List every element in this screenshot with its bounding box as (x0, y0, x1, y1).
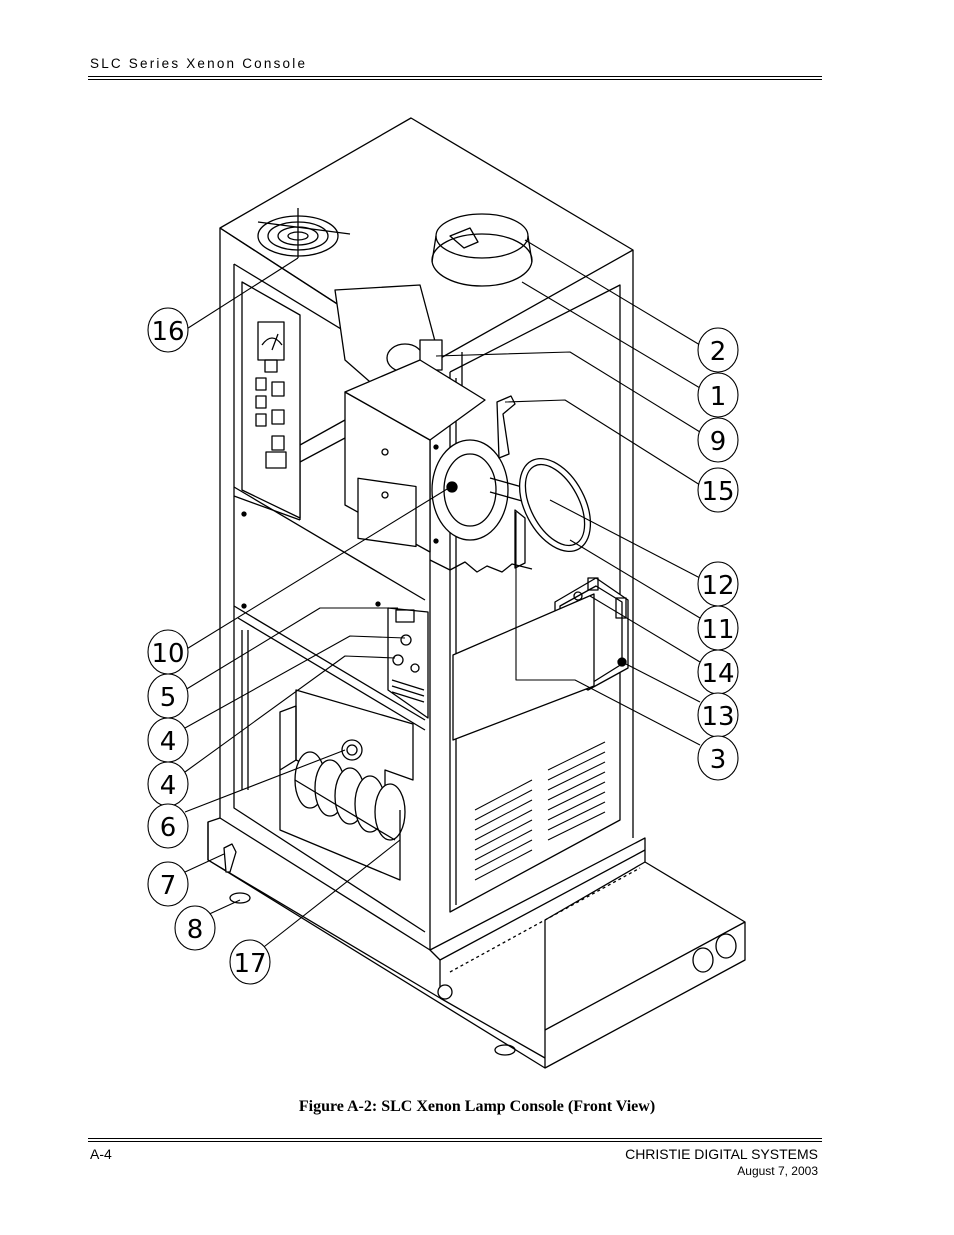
page-number: A-4 (90, 1146, 112, 1162)
callout-1: 1 (710, 382, 727, 412)
header-rule-2 (88, 79, 822, 80)
callout-10: 10 (151, 639, 184, 669)
callout-13: 13 (701, 702, 734, 732)
callout-11: 11 (701, 615, 734, 645)
leader-lines (184, 239, 701, 951)
callout-9: 9 (710, 427, 727, 457)
callout-circles (147, 307, 739, 985)
callout-17: 17 (233, 949, 266, 979)
callout-3: 3 (710, 745, 727, 775)
document-date: August 7, 2003 (737, 1164, 818, 1178)
coils (294, 751, 406, 841)
running-header: SLC Series Xenon Console (90, 56, 308, 71)
fan-grill (257, 208, 351, 258)
callout-15: 15 (701, 477, 734, 507)
header-rule (88, 76, 822, 77)
callout-14: 14 (701, 659, 734, 689)
footer-rule-2 (88, 1141, 822, 1142)
callout-7: 7 (160, 871, 177, 901)
callout-6: 6 (160, 813, 177, 843)
callout-4b: 4 (160, 771, 177, 801)
figure-caption: Figure A-2: SLC Xenon Lamp Console (Fron… (298, 1098, 656, 1115)
callout-12: 12 (701, 571, 734, 601)
callout-8: 8 (187, 915, 204, 945)
vents (474, 741, 606, 881)
callout-2: 2 (710, 337, 727, 367)
callout-labels: 16 2 1 9 15 10 12 11 5 14 4 13 4 3 6 7 8… (151, 317, 734, 979)
footer-rule (88, 1138, 822, 1139)
callout-4a: 4 (160, 727, 177, 757)
callout-16: 16 (151, 317, 184, 347)
company-name: CHRISTIE DIGITAL SYSTEMS (625, 1146, 818, 1162)
callout-5: 5 (160, 683, 177, 713)
